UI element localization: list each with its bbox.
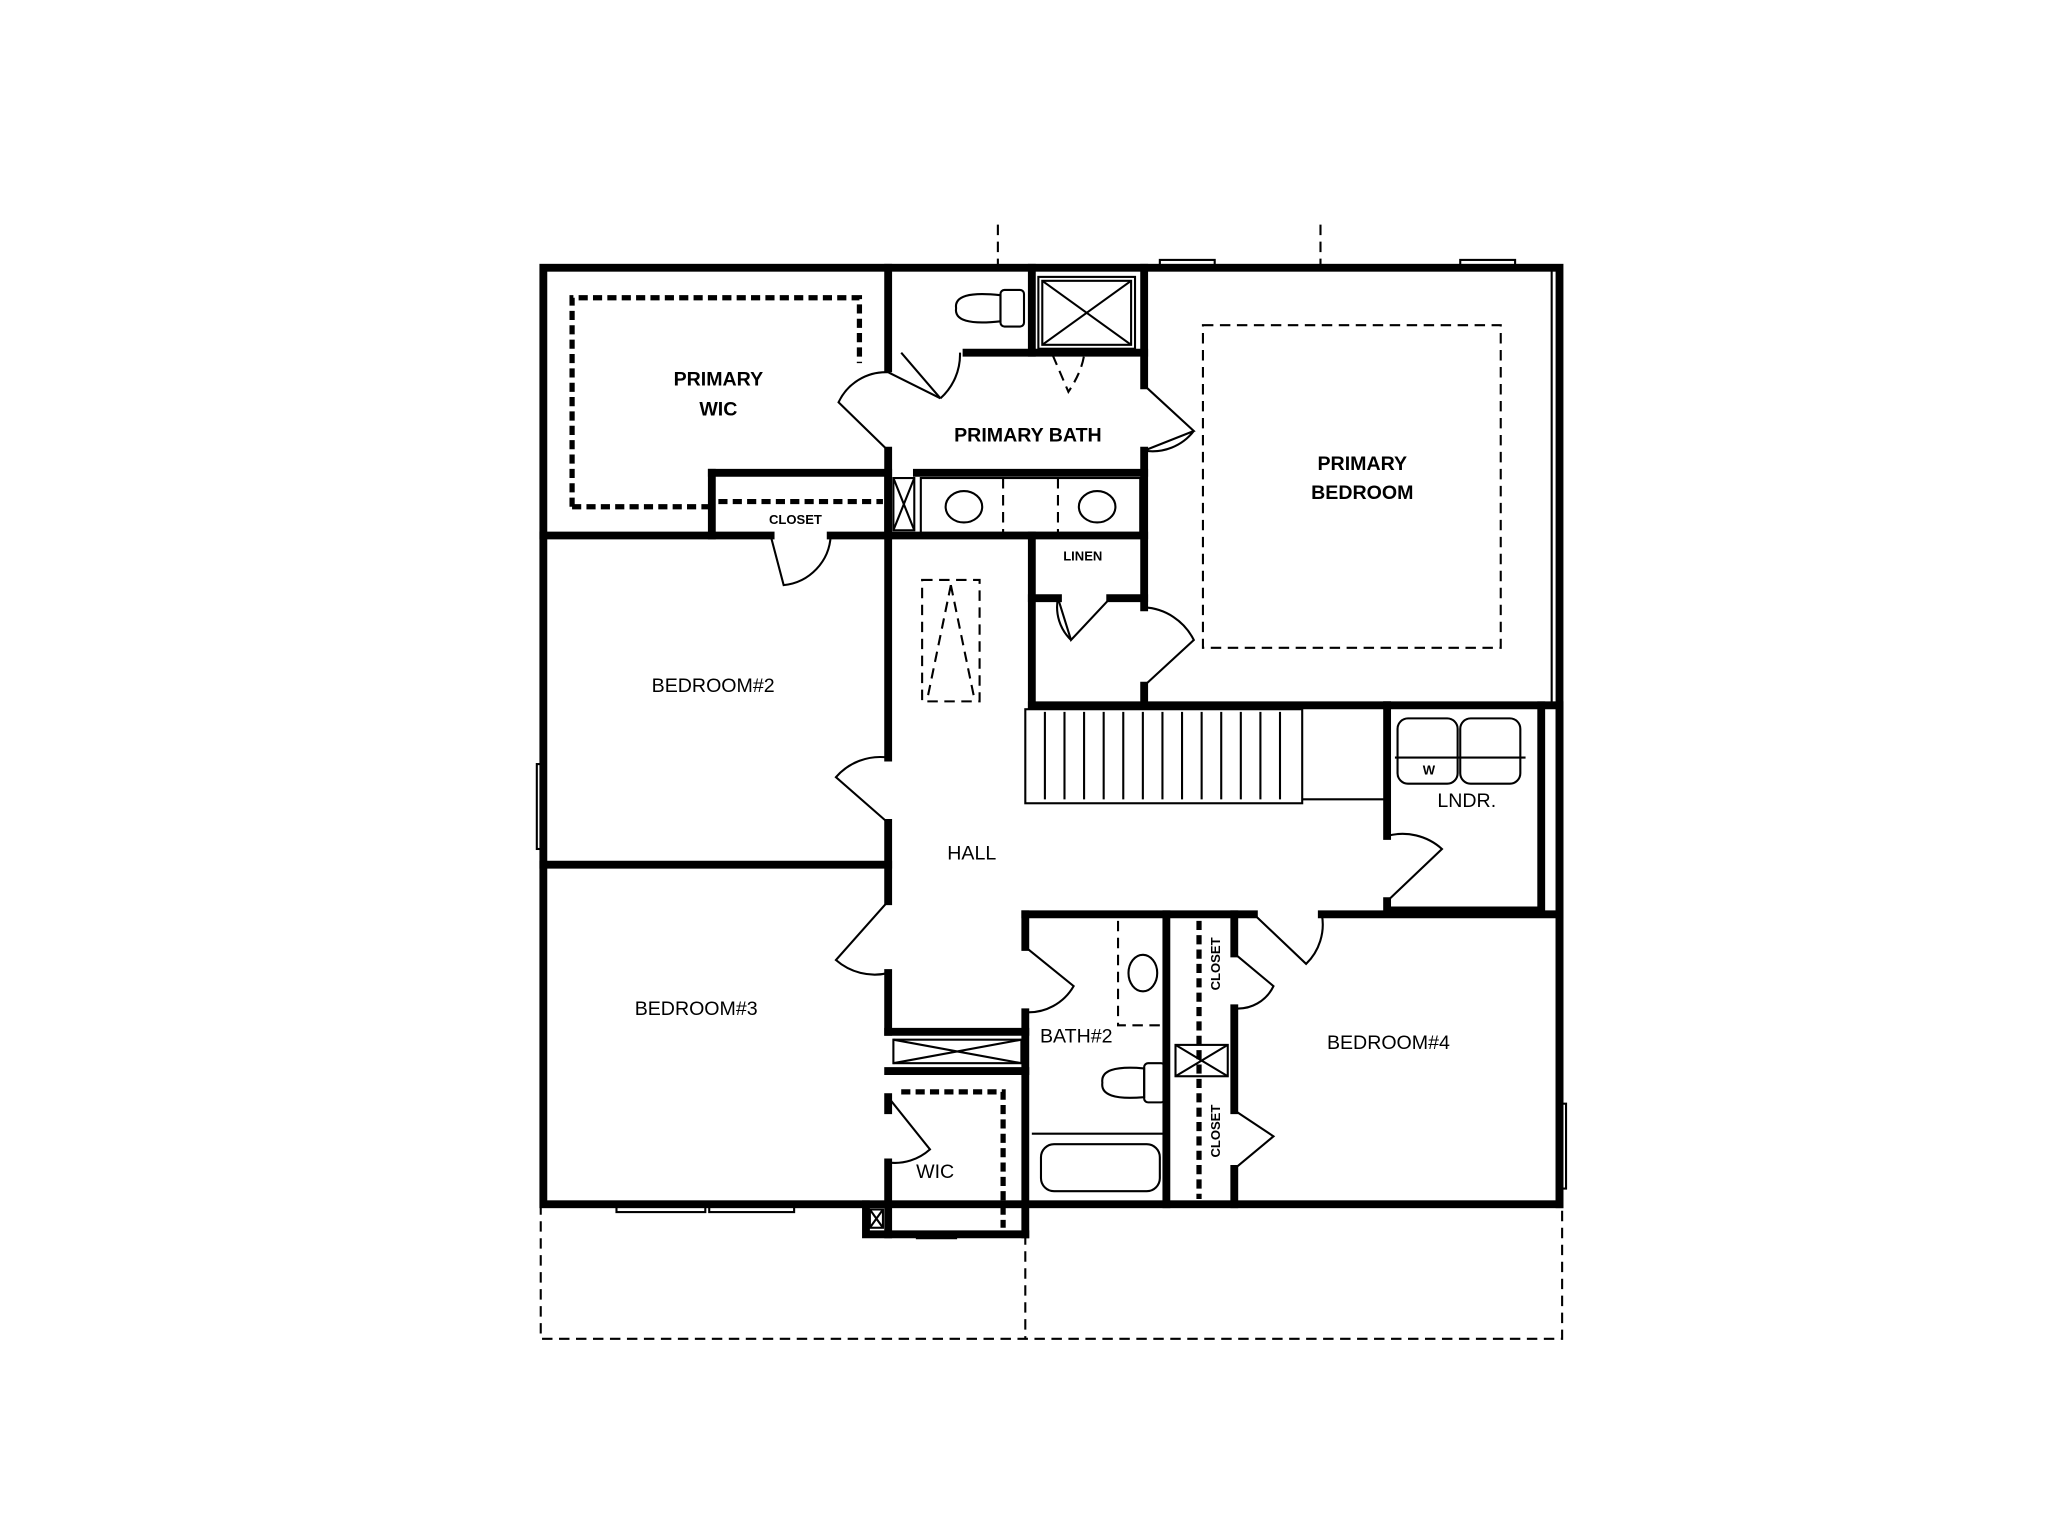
room-label-closet-upper: CLOSET — [1208, 937, 1223, 990]
doors[interactable] — [769, 351, 1444, 1170]
staircase — [1024, 708, 1388, 805]
attic-access — [921, 578, 981, 703]
room-label-closet: CLOSET — [769, 512, 822, 527]
room-label-wic: WIC — [916, 1161, 954, 1183]
dryer-icon — [1459, 717, 1522, 785]
washer-label: W — [1423, 763, 1436, 778]
room-label-primary-wic-1: PRIMARY — [674, 368, 764, 390]
exterior-walls — [539, 263, 1564, 1209]
room-label-primary-bedroom-2: BEDROOM — [1311, 482, 1413, 504]
interior-walls — [539, 263, 1564, 1239]
room-label-laundry: LNDR. — [1437, 790, 1496, 812]
bathtub — [1031, 1132, 1167, 1193]
tray-ceiling — [1201, 324, 1502, 649]
room-label-bedroom4: BEDROOM#4 — [1327, 1032, 1450, 1054]
room-label-bedroom2: BEDROOM#2 — [652, 675, 775, 697]
porch-outline — [539, 1204, 1564, 1340]
closet-shelving — [569, 295, 1202, 1228]
toilet-icon — [955, 288, 1026, 328]
room-label-primary-bedroom-1: PRIMARY — [1318, 453, 1408, 475]
room-label-bath2: BATH#2 — [1040, 1025, 1113, 1047]
toilet-icon — [1101, 1062, 1167, 1104]
room-label-closet-lower: CLOSET — [1208, 1105, 1223, 1158]
washer-icon — [1396, 717, 1459, 785]
sink-icon — [1127, 953, 1159, 993]
shower — [1037, 275, 1137, 395]
room-label-primary-wic-2: WIC — [699, 398, 737, 420]
chase — [868, 476, 1229, 1229]
room-label-primary-bath: PRIMARY BATH — [954, 424, 1102, 446]
room-label-hall: HALL — [947, 842, 996, 864]
washer-dryer: W — [1394, 717, 1526, 785]
sink-icon — [944, 490, 984, 524]
vanity — [919, 476, 1159, 993]
room-label-bedroom3: BEDROOM#3 — [635, 998, 758, 1020]
room-label-linen: LINEN — [1063, 548, 1102, 563]
windows — [535, 258, 1568, 1240]
sink-icon — [1077, 490, 1117, 524]
